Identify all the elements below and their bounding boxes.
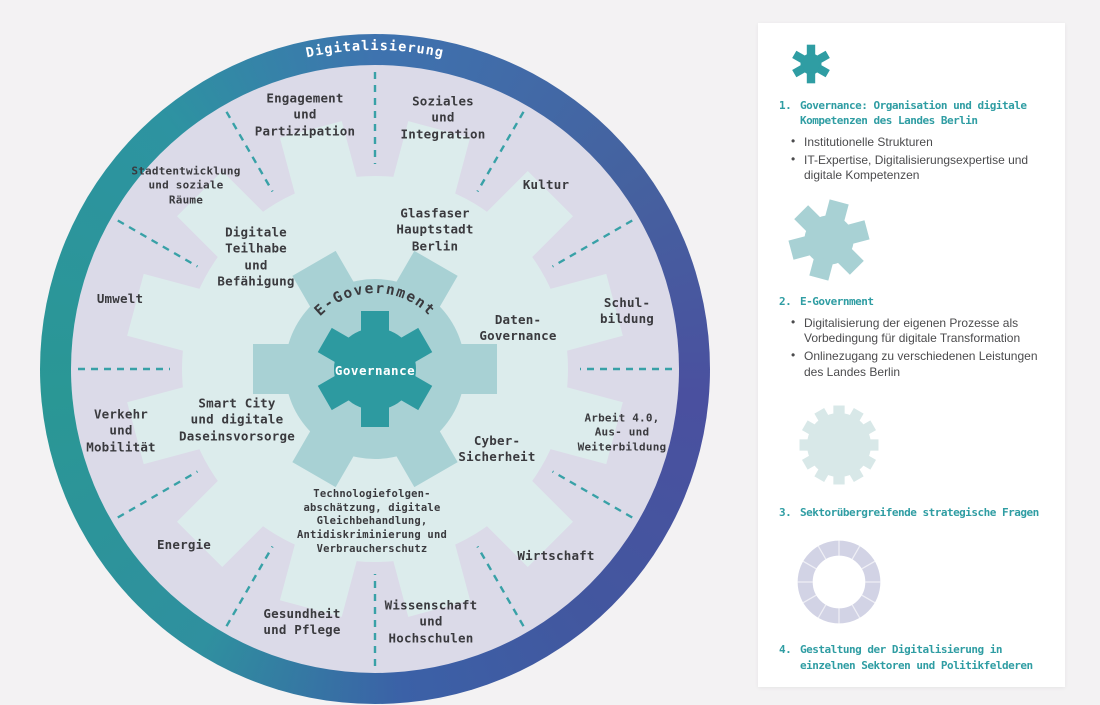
governance-gear bbox=[317, 311, 433, 427]
legend-heading-2: 2. E-Government bbox=[779, 294, 1055, 309]
strategic-gear bbox=[127, 121, 623, 617]
bullet-item: IT-Expertise, Digitalisierungsexpertise … bbox=[791, 152, 1051, 185]
topic-label-smartcity: Smart City und digitale Daseinsvorsorge bbox=[179, 395, 295, 444]
sector-label-soziales: Soziales und Integration bbox=[400, 93, 486, 142]
ring-title: Digitalisierung bbox=[305, 38, 446, 61]
bullet-item: Institutionelle Strukturen bbox=[791, 134, 1051, 151]
sector-label-kultur: Kultur bbox=[522, 176, 570, 192]
strategic-gear-icon bbox=[799, 405, 879, 485]
egovernment-gear-icon bbox=[788, 199, 870, 281]
sector-label-engagement: Engagement und Partizipation bbox=[254, 90, 356, 139]
legend-heading-1: 1. Governance: Organisation und digitale… bbox=[779, 98, 1055, 129]
legend-bullets-1: Institutionelle Strukturen IT-Expertise,… bbox=[758, 134, 1065, 185]
sector-label-stadtentwicklung: Stadtentwicklung und soziale Räume bbox=[131, 164, 241, 207]
legend-number: 1. bbox=[779, 99, 792, 112]
legend-bullets-2: Digitalisierung der eigenen Prozesse als… bbox=[758, 315, 1065, 381]
sector-label-gesundheit: Gesundheit und Pflege bbox=[263, 605, 341, 637]
sector-label-energie: Energie bbox=[156, 536, 212, 552]
sector-label-verkehr: Verkehr und Mobilität bbox=[86, 406, 156, 455]
digitalisierung-wheel: Digitalisierung E-Government Engagement … bbox=[40, 34, 710, 704]
sector-ring-icon bbox=[797, 540, 881, 624]
topic-label-cybersicherheit: Cyber- Sicherheit bbox=[458, 432, 536, 464]
wheel-overlay: Digitalisierung E-Government bbox=[78, 38, 672, 666]
topic-label-technologiefolgen: Technologiefolgen- abschätzung, digitale… bbox=[297, 487, 447, 555]
legend-panel: 1. Governance: Organisation und digitale… bbox=[758, 23, 1065, 687]
legend-heading-4: 4. Gestaltung der Digitalisierung in ein… bbox=[779, 642, 1055, 673]
legend-title: Gestaltung der Digitalisierung in einzel… bbox=[800, 643, 1033, 672]
legend-title: Governance: Organisation und digitale Ko… bbox=[800, 99, 1027, 128]
bullet-item: Onlinezugang zu verschiedenen Leistungen… bbox=[791, 348, 1051, 381]
sector-divider-lines bbox=[78, 72, 672, 666]
legend-title: Sektorübergreifende strategische Fragen bbox=[800, 505, 1039, 519]
sector-label-wissenschaft: Wissenschaft und Hochschulen bbox=[384, 597, 478, 646]
topic-label-teilhabe: Digitale Teilhabe und Befähigung bbox=[217, 224, 295, 289]
sector-label-schulbildung: Schul- bildung bbox=[599, 294, 655, 326]
topic-label-glasfaser: Glasfaser Hauptstadt Berlin bbox=[396, 205, 474, 254]
legend-title: E-Government bbox=[800, 295, 874, 309]
sector-label-umwelt: Umwelt bbox=[96, 290, 144, 306]
governance-label: Governance bbox=[334, 362, 416, 378]
sector-label-wirtschaft: Wirtschaft bbox=[517, 547, 595, 563]
legend-number: 4. bbox=[779, 643, 792, 657]
legend-heading-3: 3. Sektorübergreifende strategische Frag… bbox=[779, 505, 1055, 520]
legend-number: 2. bbox=[779, 295, 792, 309]
topic-label-datengovernance: Daten- Governance bbox=[479, 311, 557, 343]
governance-gear-icon bbox=[792, 44, 830, 84]
sector-label-arbeit: Arbeit 4.0, Aus- und Weiterbildung bbox=[577, 411, 667, 454]
bullet-item: Digitalisierung der eigenen Prozesse als… bbox=[791, 315, 1051, 348]
legend-number: 3. bbox=[779, 505, 792, 519]
